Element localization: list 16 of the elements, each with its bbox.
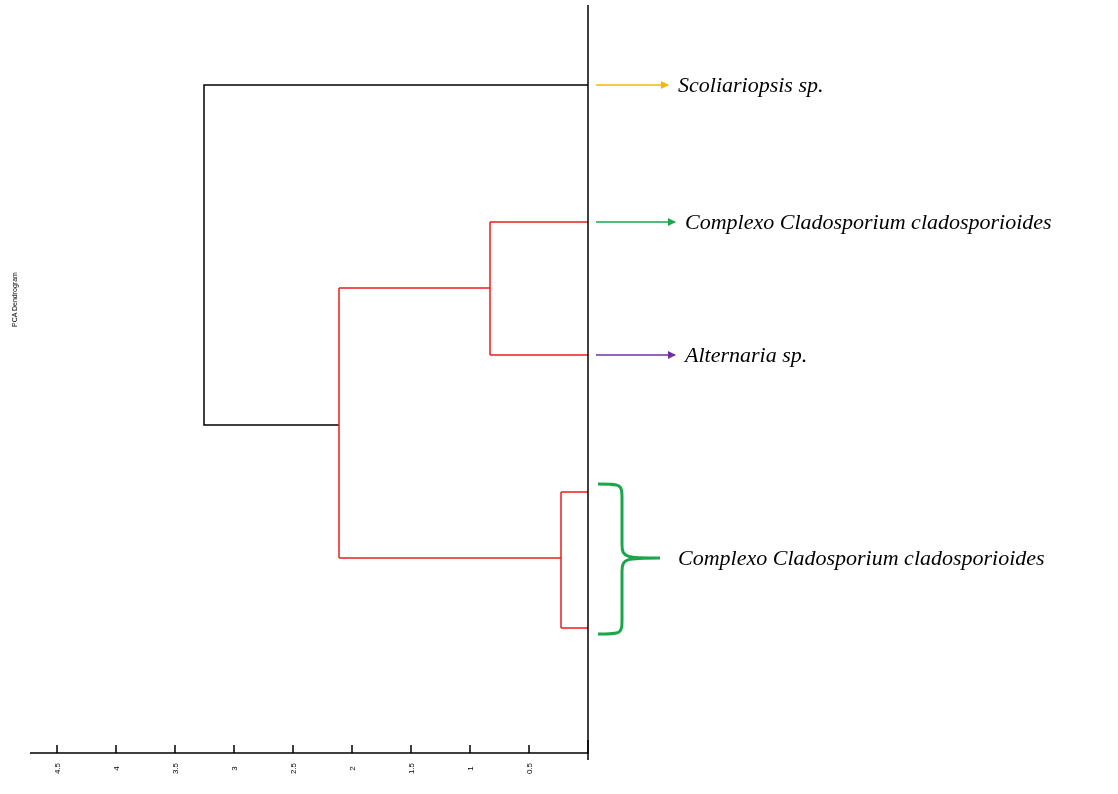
tick-label: 1 xyxy=(465,765,475,773)
tick-label: 2 xyxy=(347,765,357,773)
species-label: Alternaria sp. xyxy=(685,342,808,368)
tick-label: 4 xyxy=(111,765,121,773)
tick-label: 0.5 xyxy=(524,761,534,777)
tick-label: 1.5 xyxy=(406,761,416,777)
tick-label: 3 xyxy=(229,765,239,773)
tick-label: 2.5 xyxy=(288,761,298,777)
species-label: Complexo Cladosporium cladosporioides xyxy=(678,545,1045,571)
tick-label: 3.5 xyxy=(170,761,180,777)
arrow xyxy=(595,81,669,89)
species-label: Scoliariopsis sp. xyxy=(678,72,824,98)
arrow xyxy=(595,351,676,359)
tick-label: 4.5 xyxy=(52,761,62,777)
arrow xyxy=(595,218,676,226)
species-label: Complexo Cladosporium cladosporioides xyxy=(685,209,1052,235)
